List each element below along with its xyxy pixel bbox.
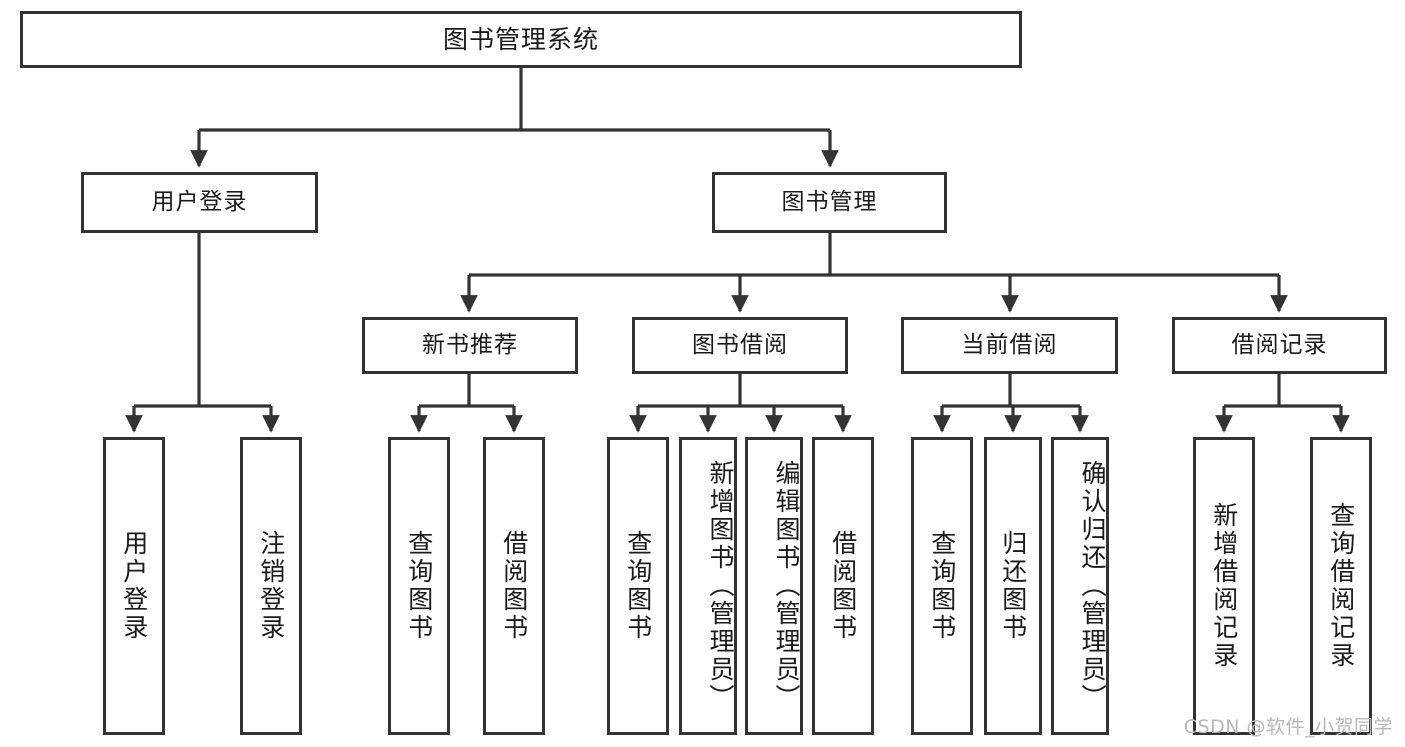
node-label: 借阅图书 [499, 530, 529, 642]
node-label: 用户登录 [119, 530, 149, 642]
node-label: 查询借阅记录 [1326, 502, 1356, 670]
node-leaf-borrow-book[interactable]: 借阅图书 [812, 437, 874, 735]
csdn-watermark: CSDN @软件_小贺同学 [1183, 716, 1393, 738]
node-label: 图书借阅 [692, 331, 788, 358]
node-leaf-user-logout[interactable]: 注销登录 [240, 437, 302, 735]
node-label: 确认归还（管理员） [1078, 460, 1107, 712]
node-label: 图书管理 [781, 188, 878, 215]
node-label: 归还图书 [998, 530, 1028, 642]
node-label: 借阅图书 [828, 530, 858, 642]
node-label: 编辑图书（管理员） [772, 460, 801, 712]
node-leaf-query-book-current[interactable]: 查询图书 [911, 437, 973, 735]
node-leaf-edit-book-admin[interactable]: 编辑图书（管理员） [745, 437, 803, 735]
node-leaf-query-borrow-record[interactable]: 查询借阅记录 [1310, 437, 1372, 735]
node-new-book-recommend[interactable]: 新书推荐 [362, 317, 578, 374]
node-leaf-add-borrow-record[interactable]: 新增借阅记录 [1193, 437, 1255, 735]
node-current-borrow[interactable]: 当前借阅 [901, 317, 1118, 374]
node-label: 新增图书（管理员） [706, 460, 735, 712]
node-leaf-return-book[interactable]: 归还图书 [984, 437, 1042, 735]
node-label: 查询图书 [623, 530, 653, 642]
node-label: 用户登录 [151, 188, 248, 215]
node-label: 查询图书 [927, 530, 957, 642]
node-leaf-borrow-book-recommend[interactable]: 借阅图书 [483, 437, 545, 735]
node-label: 图书管理系统 [442, 24, 599, 54]
node-root-system-title[interactable]: 图书管理系统 [20, 11, 1022, 68]
node-leaf-confirm-return-admin[interactable]: 确认归还（管理员） [1051, 437, 1109, 735]
node-label: 注销登录 [256, 530, 286, 642]
node-label: 新增借阅记录 [1209, 502, 1239, 670]
node-leaf-query-book-borrow[interactable]: 查询图书 [607, 437, 669, 735]
node-label: 借阅记录 [1231, 331, 1328, 358]
node-book-management[interactable]: 图书管理 [712, 172, 947, 233]
node-book-borrow[interactable]: 图书借阅 [632, 317, 848, 374]
node-leaf-user-login[interactable]: 用户登录 [103, 437, 165, 735]
node-label: 当前借阅 [961, 331, 1058, 358]
node-label: 查询图书 [404, 530, 434, 642]
node-leaf-query-book-recommend[interactable]: 查询图书 [388, 437, 450, 735]
node-user-login[interactable]: 用户登录 [81, 172, 318, 233]
node-leaf-add-book-admin[interactable]: 新增图书（管理员） [679, 437, 737, 735]
node-borrow-record[interactable]: 借阅记录 [1172, 317, 1387, 374]
node-label: 新书推荐 [422, 331, 518, 358]
